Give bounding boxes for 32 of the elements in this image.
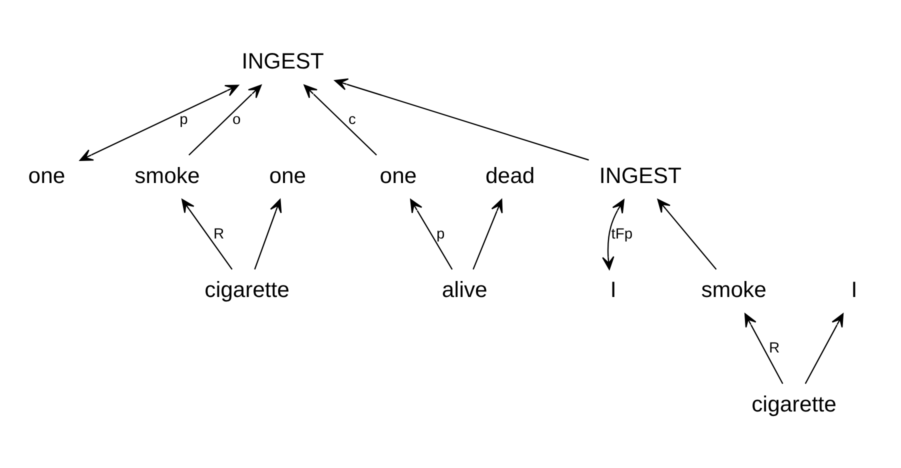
node-text: alive bbox=[442, 276, 488, 302]
node-text: cigarette bbox=[204, 276, 290, 302]
edge-label: p bbox=[436, 226, 445, 242]
arrow bbox=[254, 198, 282, 270]
arrow bbox=[304, 84, 377, 156]
edge-label: o bbox=[232, 112, 241, 128]
node-text: INGEST bbox=[242, 48, 324, 73]
node-text: one bbox=[269, 162, 306, 188]
node-text: dead bbox=[486, 162, 535, 188]
arrow bbox=[410, 198, 453, 270]
arrow bbox=[188, 84, 262, 156]
edge-label: p bbox=[180, 112, 188, 128]
node-text: INGEST bbox=[599, 162, 682, 188]
arrow bbox=[657, 198, 717, 270]
arrow bbox=[79, 84, 239, 160]
arrow bbox=[472, 198, 503, 270]
node-text: cigarette bbox=[752, 390, 836, 416]
edge-label: R bbox=[213, 226, 224, 242]
node-text: one bbox=[28, 162, 66, 188]
node-text: smoke bbox=[701, 276, 766, 302]
arrow bbox=[744, 312, 784, 384]
arrow bbox=[334, 78, 589, 160]
edge-label: R bbox=[769, 340, 780, 356]
edge-label: tFp bbox=[611, 226, 633, 242]
arrow bbox=[182, 198, 233, 270]
arrow bbox=[804, 312, 844, 384]
node-text: I bbox=[851, 276, 858, 302]
node-text: smoke bbox=[134, 162, 200, 188]
node-text: one bbox=[380, 162, 417, 188]
arrow bbox=[602, 198, 624, 270]
node-text: I bbox=[610, 276, 616, 302]
edge-label: c bbox=[348, 112, 356, 128]
